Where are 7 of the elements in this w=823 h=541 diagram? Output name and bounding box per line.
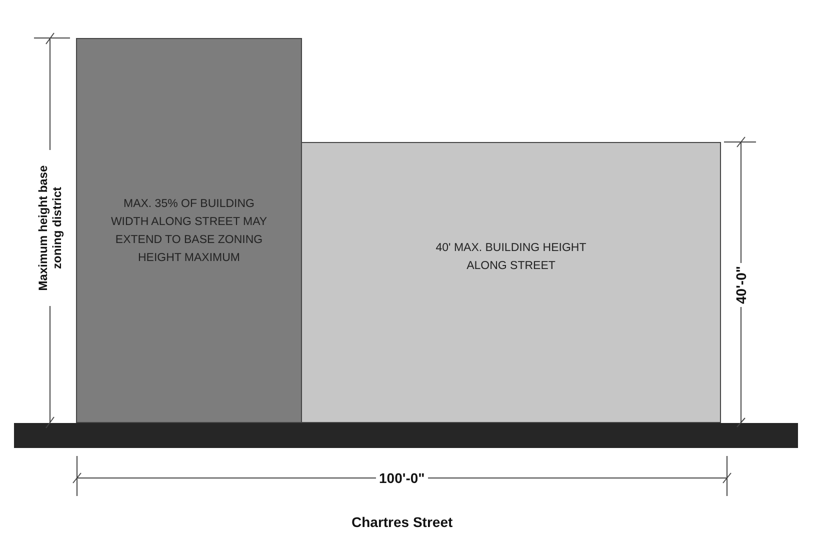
dimension-label: 100'-0" (376, 470, 428, 486)
building-note: 40' MAX. BUILDING HEIGHT ALONG STREET (434, 240, 588, 274)
building-block (301, 142, 721, 423)
building-note: MAX. 35% OF BUILDING WIDTH ALONG STREET MAY EXTEND TO BASE ZONING HEIGHT MAXIMUM (110, 196, 268, 266)
dimension-label: Maximum height base zoning district (36, 150, 64, 306)
dimension-label: 40'-0" (733, 263, 749, 307)
building-block (76, 38, 302, 423)
